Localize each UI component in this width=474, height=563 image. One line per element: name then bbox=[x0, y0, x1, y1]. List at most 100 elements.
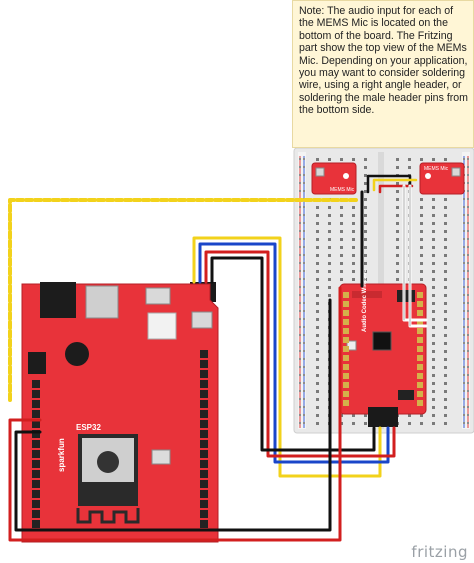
rail-hole bbox=[299, 342, 301, 344]
breadboard-hole bbox=[316, 382, 319, 385]
breadboard-hole bbox=[352, 214, 355, 217]
breadboard-hole bbox=[420, 214, 423, 217]
breadboard-hole bbox=[432, 238, 435, 241]
rail-hole bbox=[303, 190, 305, 192]
esp32-header-pin bbox=[200, 450, 208, 458]
breadboard-hole bbox=[328, 206, 331, 209]
breadboard-hole bbox=[316, 334, 319, 337]
rail-hole bbox=[467, 382, 469, 384]
breadboard-hole bbox=[316, 326, 319, 329]
esp32-header-pin bbox=[200, 490, 208, 498]
wire-red bbox=[204, 250, 396, 458]
breadboard-hole bbox=[396, 278, 399, 281]
breadboard-hole bbox=[396, 214, 399, 217]
codec-pin bbox=[343, 328, 349, 334]
rail-hole bbox=[463, 374, 465, 376]
breadboard-hole bbox=[432, 350, 435, 353]
breadboard-hole bbox=[420, 262, 423, 265]
wire-yellow bbox=[192, 236, 382, 478]
codec-pin bbox=[343, 382, 349, 388]
breadboard-hole bbox=[352, 206, 355, 209]
breadboard-hole bbox=[340, 238, 343, 241]
breadboard-hole bbox=[444, 326, 447, 329]
breadboard-hole bbox=[316, 310, 319, 313]
rail-hole bbox=[463, 414, 465, 416]
esp32-header-pin bbox=[32, 510, 40, 518]
breadboard-hole bbox=[444, 262, 447, 265]
rail-hole bbox=[467, 366, 469, 368]
esp32-header-pin bbox=[200, 470, 208, 478]
breadboard-hole bbox=[432, 198, 435, 201]
rail-hole bbox=[463, 206, 465, 208]
breadboard-hole bbox=[364, 246, 367, 249]
rail-hole bbox=[303, 310, 305, 312]
breadboard-hole bbox=[364, 414, 367, 417]
wire-black-mic-bridge bbox=[366, 174, 412, 194]
breadboard-hole bbox=[408, 422, 411, 425]
breadboard-hole bbox=[420, 414, 423, 417]
breadboard-hole bbox=[432, 318, 435, 321]
breadboard-hole bbox=[432, 366, 435, 369]
wire-yellow-mic bbox=[372, 178, 418, 192]
breadboard-hole bbox=[364, 262, 367, 265]
rail-hole bbox=[467, 166, 469, 168]
rail-hole bbox=[467, 182, 469, 184]
breadboard-hole bbox=[316, 342, 319, 345]
rail-hole bbox=[299, 238, 301, 240]
rail-hole bbox=[299, 254, 301, 256]
esp32-header-pin bbox=[32, 460, 40, 468]
qwiic-connector-codec bbox=[368, 407, 398, 427]
breadboard-hole bbox=[420, 198, 423, 201]
rail-hole bbox=[467, 278, 469, 280]
rail-hole bbox=[303, 334, 305, 336]
breadboard-hole bbox=[444, 198, 447, 201]
rail-hole bbox=[303, 350, 305, 352]
breadboard-hole bbox=[328, 246, 331, 249]
wire-red-mic bbox=[378, 184, 414, 194]
esp32-header-pin bbox=[200, 440, 208, 448]
breadboard-hole bbox=[340, 206, 343, 209]
rail-hole bbox=[467, 214, 469, 216]
breadboard-hole bbox=[432, 382, 435, 385]
rail-hole bbox=[467, 422, 469, 424]
breadboard-hole bbox=[316, 262, 319, 265]
rail-hole bbox=[467, 342, 469, 344]
rail-hole bbox=[299, 294, 301, 296]
breadboard-hole bbox=[364, 206, 367, 209]
rail-hole bbox=[299, 174, 301, 176]
rail-hole bbox=[467, 310, 469, 312]
breadboard-hole bbox=[432, 158, 435, 161]
breadboard-hole bbox=[316, 238, 319, 241]
breadboard-hole bbox=[340, 254, 343, 257]
esp32-header-pin bbox=[32, 390, 40, 398]
breadboard-hole bbox=[316, 318, 319, 321]
rail-hole bbox=[303, 390, 305, 392]
rail-hole bbox=[303, 206, 305, 208]
breadboard-hole bbox=[316, 302, 319, 305]
breadboard-hole bbox=[352, 422, 355, 425]
breadboard-hole bbox=[432, 230, 435, 233]
rail-hole bbox=[303, 222, 305, 224]
esp32-header-pin bbox=[200, 360, 208, 368]
breadboard-hole bbox=[352, 414, 355, 417]
breadboard-hole bbox=[316, 246, 319, 249]
breadboard-hole bbox=[364, 278, 367, 281]
breadboard-hole bbox=[328, 230, 331, 233]
breadboard-hole bbox=[420, 238, 423, 241]
wire-black bbox=[210, 256, 376, 452]
codec-pin bbox=[417, 319, 423, 325]
breadboard-hole bbox=[364, 222, 367, 225]
codec-pin bbox=[343, 355, 349, 361]
rail-hole bbox=[463, 198, 465, 200]
breadboard-hole bbox=[432, 310, 435, 313]
rail-hole bbox=[467, 414, 469, 416]
breadboard-hole bbox=[364, 190, 367, 193]
esp32-header-pin bbox=[32, 500, 40, 508]
breadboard-hole bbox=[444, 222, 447, 225]
rail-hole bbox=[303, 182, 305, 184]
breadboard-hole bbox=[396, 166, 399, 169]
breadboard-hole bbox=[340, 214, 343, 217]
breadboard-hole bbox=[316, 158, 319, 161]
breadboard-hole bbox=[432, 246, 435, 249]
